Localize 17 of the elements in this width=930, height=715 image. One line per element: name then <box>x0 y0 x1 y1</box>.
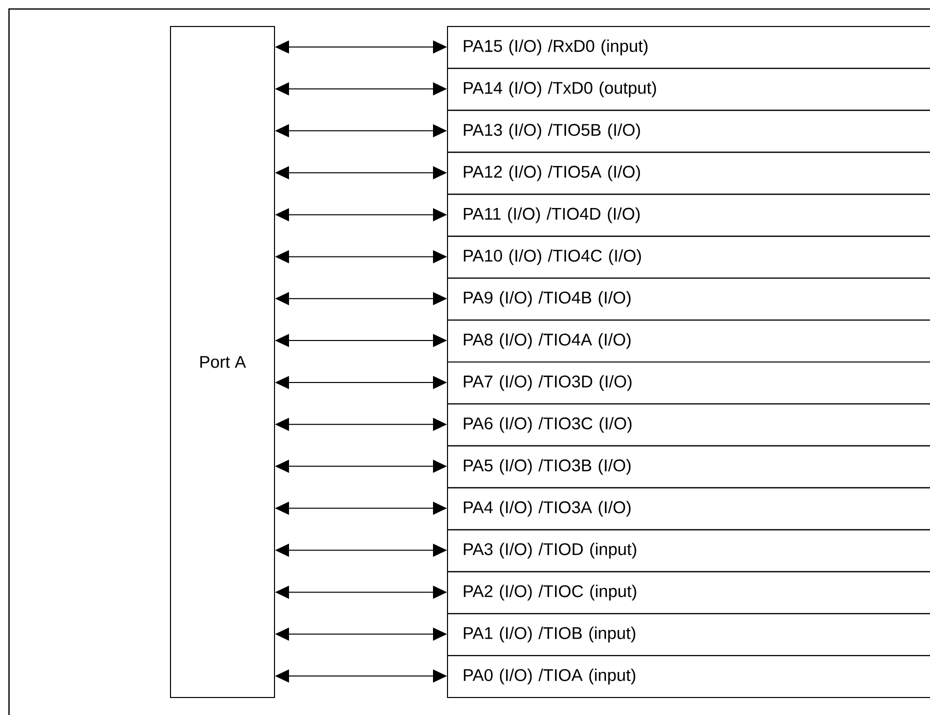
pin-box: PA9 (I/O) /TIO4B (I/O) <box>447 278 930 320</box>
pin-box: PA12 (I/O) /TIO5A (I/O) <box>447 152 930 195</box>
pin-box: PA3 (I/O) /TIOD (input) <box>447 529 930 572</box>
pin-box: PA15 (I/O) /RxD0 (input) <box>447 26 930 69</box>
pin-box: PA7 (I/O) /TIO3D (I/O) <box>447 362 930 404</box>
port-box: Port A <box>170 26 275 698</box>
pin-box: PA1 (I/O) /TIOB (input) <box>447 613 930 656</box>
pin-box: PA2 (I/O) /TIOC (input) <box>447 571 930 614</box>
pin-box: PA11 (I/O) /TIO4D (I/O) <box>447 194 930 237</box>
pin-box: PA6 (I/O) /TIO3C (I/O) <box>447 403 930 446</box>
pin-box: PA0 (I/O) /TIOA (input) <box>447 655 930 698</box>
pin-box: PA5 (I/O) /TIO3B (I/O) <box>447 445 930 488</box>
pin-box: PA14 (I/O) /TxD0 (output) <box>447 68 930 111</box>
pin-box: PA4 (I/O) /TIO3A (I/O) <box>447 487 930 530</box>
pin-box: PA8 (I/O) /TIO4A (I/O) <box>447 320 930 362</box>
pin-box: PA10 (I/O) /TIO4C (I/O) <box>447 236 930 279</box>
pin-box: PA13 (I/O) /TIO5B (I/O) <box>447 110 930 153</box>
